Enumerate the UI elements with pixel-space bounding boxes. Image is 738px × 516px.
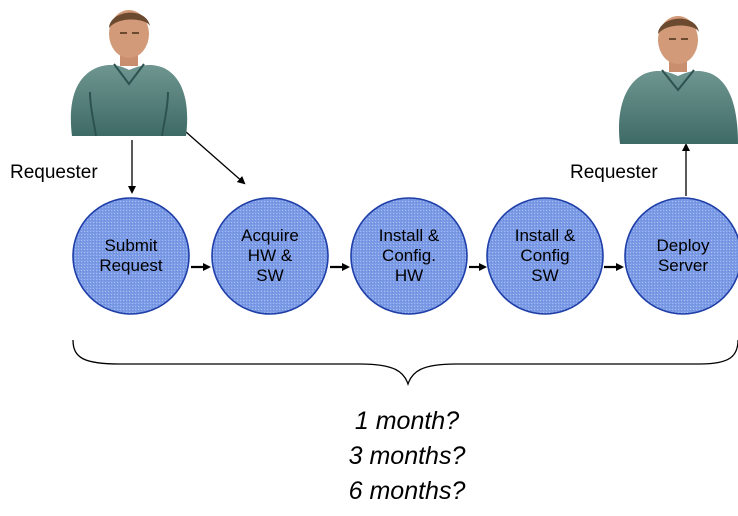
step-install-config-hw: Install & Config. HW (350, 197, 468, 315)
step-submit-request: Submit Request (72, 197, 190, 315)
step-node-acquire-hw-sw (211, 197, 329, 315)
step-label: Deploy Server (656, 236, 710, 275)
duration-option: 3 months? (348, 442, 466, 470)
step-node-submit-request (72, 197, 190, 315)
duration-option: 1 month? (354, 407, 460, 435)
step-label: Install & Config. HW (378, 226, 440, 285)
duration-option: 6 months? (348, 477, 466, 505)
requester-label-left: Requester (10, 162, 98, 183)
step-install-config-sw: Install & Config SW (486, 197, 604, 315)
step-node-install-config-hw (350, 197, 468, 315)
arrow-requester-to-acquire (185, 131, 246, 185)
requester-label-right: Requester (570, 162, 658, 183)
step-label: Acquire HW & SW (241, 226, 299, 285)
duration-estimates: 1 month? 3 months? 6 months? (0, 404, 738, 509)
requester-photo-left-icon (66, 4, 192, 136)
step-label: Submit Request (99, 236, 163, 275)
step-label: Install & Config SW (514, 226, 576, 285)
requester-photo-right-icon (616, 8, 738, 144)
brace-underline (72, 339, 738, 387)
step-node-deploy-server (624, 197, 738, 315)
step-deploy-server: Deploy Server (624, 197, 738, 315)
step-acquire-hw-sw: Acquire HW & SW (211, 197, 329, 315)
step-node-install-config-sw (486, 197, 604, 315)
